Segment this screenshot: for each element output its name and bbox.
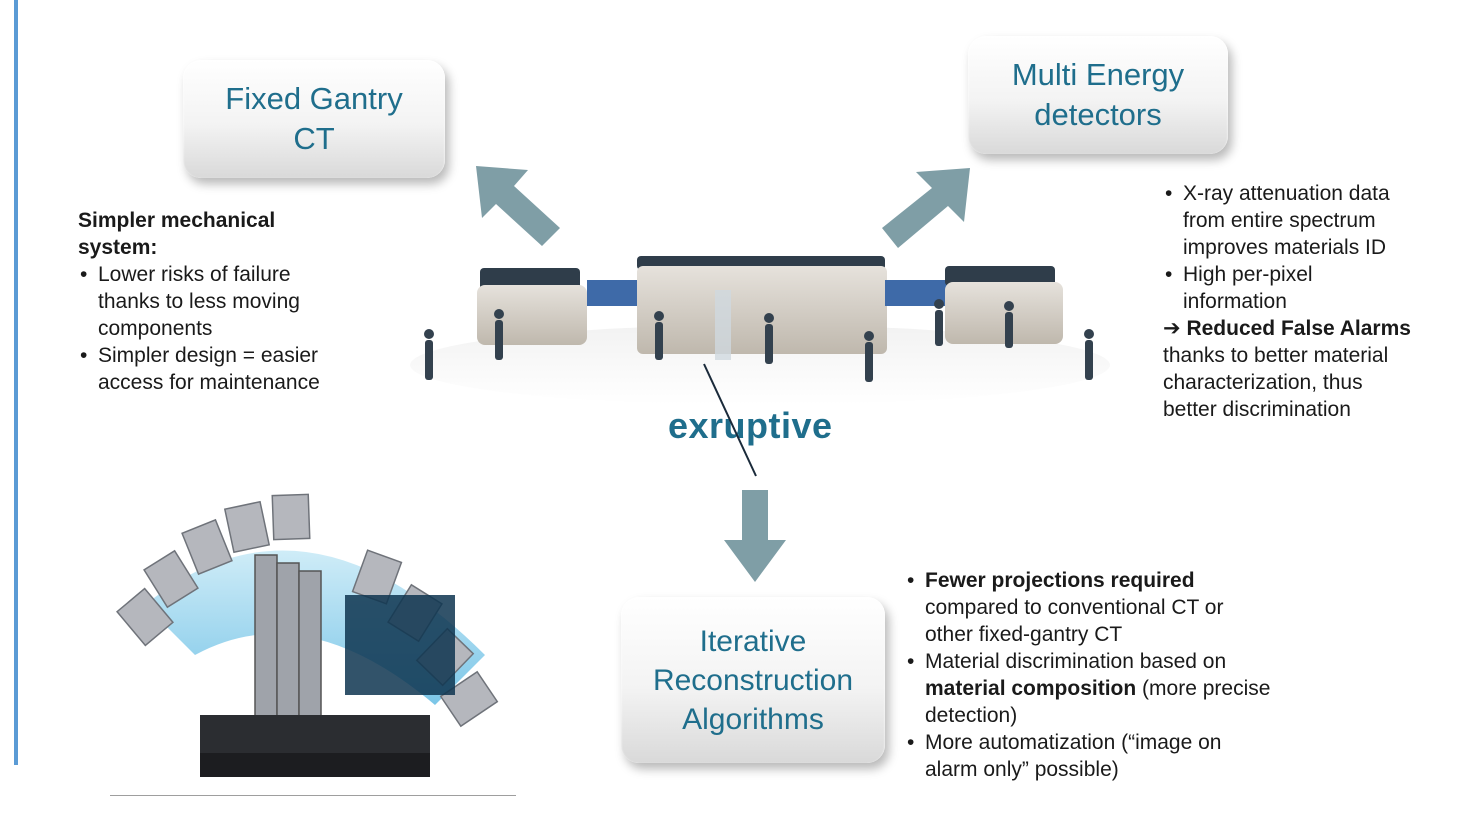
box-label-line: Algorithms <box>682 702 824 736</box>
box-label-line: detectors <box>1034 97 1162 132</box>
list-item: X-ray attenuation data from entire spect… <box>1163 180 1463 261</box>
left-accent-rule <box>14 0 18 765</box>
text-line: information <box>1183 290 1287 313</box>
text-line: High per-pixel <box>1183 263 1313 286</box>
text-line: other fixed-gantry CT <box>925 623 1123 646</box>
text-line: improves materials ID <box>1183 236 1387 259</box>
list-item: High per-pixel information <box>1163 261 1463 315</box>
fixed-gantry-ct-box: Fixed Gantry CT <box>183 60 445 178</box>
fixed-gantry-ct-illustration <box>116 493 499 777</box>
text-line: access for maintenance <box>98 371 320 394</box>
box-label-line: Multi Energy <box>1011 56 1185 92</box>
box-label-line: Fixed Gantry <box>225 80 403 116</box>
arrow-down <box>724 490 786 582</box>
text-line: characterization, thus <box>1163 371 1363 394</box>
text-bold: Fewer projections required <box>925 569 1195 592</box>
list-item: More automatization (“image on alarm onl… <box>905 729 1335 783</box>
image-underline <box>110 795 516 796</box>
fixed-gantry-benefits: Simpler mechanical system: Lower risks o… <box>78 207 398 396</box>
text-line: Simpler design = easier <box>98 344 319 367</box>
text-line: thanks to less moving <box>98 290 300 313</box>
list-item: Simpler design = easier access for maint… <box>78 342 398 396</box>
conclusion-line: ➔ Reduced False Alarms <box>1163 315 1463 342</box>
exruptive-logo: exruptive <box>668 405 833 447</box>
text-line: better discrimination <box>1163 398 1351 421</box>
list-item: Lower risks of failure thanks to less mo… <box>78 261 398 342</box>
arrow-up-left <box>476 166 560 246</box>
text-line: Material discrimination based on <box>925 650 1227 673</box>
text-line: X-ray attenuation data <box>1183 182 1390 205</box>
right-arrow-icon: ➔ <box>1163 317 1181 340</box>
text-line: alarm only” possible) <box>925 758 1119 781</box>
security-checkpoint-illustration <box>410 256 1110 405</box>
text-line: components <box>98 317 213 340</box>
iterative-benefits: Fewer projections required compared to c… <box>905 567 1335 783</box>
logo-slash-mark <box>703 363 757 477</box>
text-line: (more precise <box>1136 677 1271 700</box>
benefits-heading-line: system: <box>78 236 158 259</box>
text-line: from entire spectrum <box>1183 209 1376 232</box>
logo-text: exruptive <box>668 405 833 446</box>
benefits-heading-line: Simpler mechanical <box>78 209 276 232</box>
text-line: More automatization (“image on <box>925 731 1222 754</box>
text-line: detection) <box>925 704 1018 727</box>
conclusion-bold: Reduced False Alarms <box>1186 317 1411 340</box>
box-label-line: Iterative <box>699 624 807 658</box>
list-item: Material discrimination based on materia… <box>905 648 1335 729</box>
list-item: Fewer projections required compared to c… <box>905 567 1335 648</box>
text-line: thanks to better material <box>1163 344 1389 367</box>
arrow-up-right <box>882 168 970 248</box>
multi-energy-benefits: X-ray attenuation data from entire spect… <box>1163 180 1463 423</box>
multi-energy-detectors-box: Multi Energy detectors <box>968 36 1228 154</box>
box-label-line: CT <box>293 121 335 156</box>
text-line: compared to conventional CT or <box>925 596 1224 619</box>
text-bold: material composition <box>925 677 1137 700</box>
text-line: Lower risks of failure <box>98 263 291 286</box>
box-label-line: Reconstruction <box>652 663 854 697</box>
iterative-reconstruction-box: Iterative Reconstruction Algorithms <box>621 597 885 763</box>
